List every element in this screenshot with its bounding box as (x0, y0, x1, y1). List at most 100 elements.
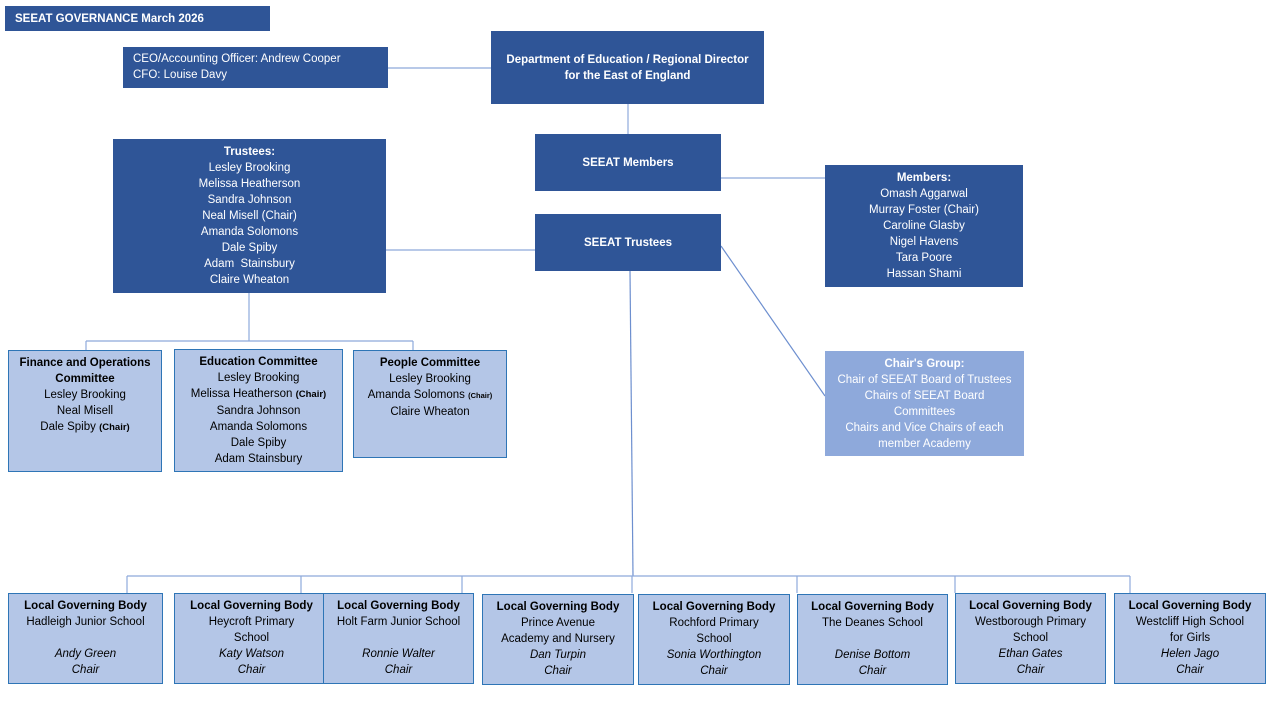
trustee-name: Neal Misell (Chair) (202, 210, 297, 222)
lgb-school-name: School (233, 632, 270, 644)
lgb-school-name: School (1012, 632, 1049, 644)
lgb-school-name: School (696, 633, 732, 645)
executive-box: CEO/Accounting Officer: Andrew Cooper CF… (123, 47, 388, 88)
committee-member: Lesley Brooking (389, 373, 471, 385)
lgb-school-name: for Girls (1169, 632, 1211, 644)
trustee-name: Claire Wheaton (209, 274, 290, 286)
committee-finance-operations: Finance and Operations Committee Lesley … (8, 350, 162, 472)
trustee-name: Amanda Solomons (200, 226, 299, 238)
lgb-school-name: Westborough Primary (975, 616, 1086, 628)
ceo-line: CEO/Accounting Officer: Andrew Cooper (133, 53, 341, 65)
lgb-heading: Local Governing Body (1128, 600, 1252, 612)
page-title: SEEAT GOVERNANCE March 2026 (15, 12, 204, 25)
trustees-heading: Trustees: (223, 146, 276, 158)
lgb-chair-label: Chair (700, 665, 728, 677)
committee-member: Lesley Brooking (217, 372, 300, 384)
lgb-heading: Local Governing Body (190, 600, 313, 612)
connector-trustees-chairsgroup (720, 245, 826, 397)
seeat-trustees-box: SEEAT Trustees (535, 214, 721, 271)
lgb-chair-label: Chair (384, 664, 413, 676)
lgb-heading: Local Governing Body (496, 601, 620, 613)
lgb-school-name: Westcliff High School (1135, 616, 1245, 628)
chair-role-tag: (Chair) (468, 391, 493, 400)
committee-member: Lesley Brooking (44, 389, 126, 401)
lgb-chair-label: Chair (1176, 664, 1204, 676)
committee-education: Education Committee Lesley Brooking Meli… (174, 349, 343, 472)
chairs-group-line: member Academy (878, 438, 971, 450)
members-list-box: Members: Omash Aggarwal Murray Foster (C… (825, 165, 1023, 287)
lgb-heading: Local Governing Body (24, 600, 147, 612)
lgb-school-name (9, 630, 162, 646)
lgb-chair-label: Chair (544, 665, 572, 677)
lgb-heading: Local Governing Body (811, 601, 934, 613)
chairs-group-line: Chairs of SEEAT Board (864, 390, 985, 402)
member-name: Murray Foster (Chair) (869, 204, 979, 216)
cfo-line: CFO: Louise Davy (133, 69, 227, 81)
trustees-list-box: Trustees: Lesley Brooking Melissa Heathe… (113, 139, 386, 293)
lgb-chair-name: Denise Bottom (834, 649, 911, 661)
lgb-school-name: Hadleigh Junior School (26, 616, 145, 628)
member-name: Hassan Shami (886, 268, 962, 280)
seeat-members-label: SEEAT Members (582, 156, 674, 169)
members-heading: Members: (896, 172, 952, 184)
chairs-group-heading: Chair's Group: (884, 358, 965, 370)
lgb-chair-name: Sonia Worthington (666, 649, 762, 661)
committee-member: Dale Spiby (230, 437, 287, 449)
lgb-heading: Local Governing Body (337, 600, 460, 612)
lgb-school-name: Prince Avenue (521, 617, 595, 629)
lgb-chair-name: Helen Jago (1160, 648, 1220, 660)
lgb-chair-label: Chair (1016, 664, 1045, 676)
lgb-chair-name: Ethan Gates (998, 648, 1063, 660)
committee-title: Committee (55, 373, 115, 385)
member-name: Caroline Glasby (883, 220, 965, 232)
member-name: Omash Aggarwal (880, 188, 968, 200)
lgb-school-name (324, 630, 473, 646)
lgb-chair-name: Katy Watson (219, 648, 284, 660)
lgb-school-name: Rochford Primary (669, 617, 759, 629)
chairs-group-box: Chair's Group: Chair of SEEAT Board of T… (825, 351, 1024, 456)
trustee-name: Dale Spiby (221, 242, 278, 254)
lgb-chair-name: Ronnie Walter (362, 648, 435, 660)
committee-member: Neal Misell (56, 405, 114, 417)
lgb-school-name (798, 631, 947, 647)
lgb-chair-label: Chair (237, 664, 266, 676)
member-name: Nigel Havens (889, 236, 959, 248)
lgb-chair-name: Dan Turpin (529, 649, 587, 661)
lgb-chair-label: Chair (858, 665, 887, 677)
committee-title: People Committee (379, 357, 481, 369)
chair-role-tag: (Chair) (295, 389, 327, 400)
lgb-heading: Local Governing Body (652, 601, 776, 613)
committee-member: Adam Stainsbury (214, 453, 303, 465)
trustee-name: Adam Stainsbury (204, 258, 295, 270)
dfe-line-1: Department of Education / Regional Direc… (506, 53, 749, 66)
lgb-school-name: Holt Farm Junior School (336, 616, 461, 628)
lgb-school-name: The Deanes School (821, 617, 923, 629)
committee-title: Education Committee (199, 356, 318, 368)
trustee-name: Sandra Johnson (207, 194, 292, 206)
connector-trustees-down (629, 270, 634, 577)
chairs-group-line: Chairs and Vice Chairs of each (845, 422, 1004, 434)
seeat-trustees-label: SEEAT Trustees (584, 236, 672, 249)
chairs-group-line: Chair of SEEAT Board of Trustees (837, 374, 1012, 386)
dfe-line-2: for the East of England (564, 69, 691, 82)
trustee-name: Melissa Heatherson (198, 178, 301, 190)
committee-member: Sandra Johnson (216, 405, 301, 417)
member-name: Tara Poore (895, 252, 953, 264)
chairs-group-line: Committees (893, 406, 956, 418)
committee-member: Amanda Solomons (Chair) (367, 389, 493, 401)
lgb-chair-name: Andy Green (54, 648, 117, 660)
dfe-box: Department of Education / Regional Direc… (491, 31, 764, 104)
title-banner: SEEAT GOVERNANCE March 2026 (5, 6, 270, 31)
committee-member: Claire Wheaton (390, 406, 470, 418)
trustee-name: Lesley Brooking (208, 162, 291, 174)
committee-member: Amanda Solomons (209, 421, 308, 433)
lgb-heading: Local Governing Body (969, 600, 1092, 612)
lgb-chair-label: Chair (71, 664, 100, 676)
lgb-school-name: Academy and Nursery (501, 633, 615, 645)
